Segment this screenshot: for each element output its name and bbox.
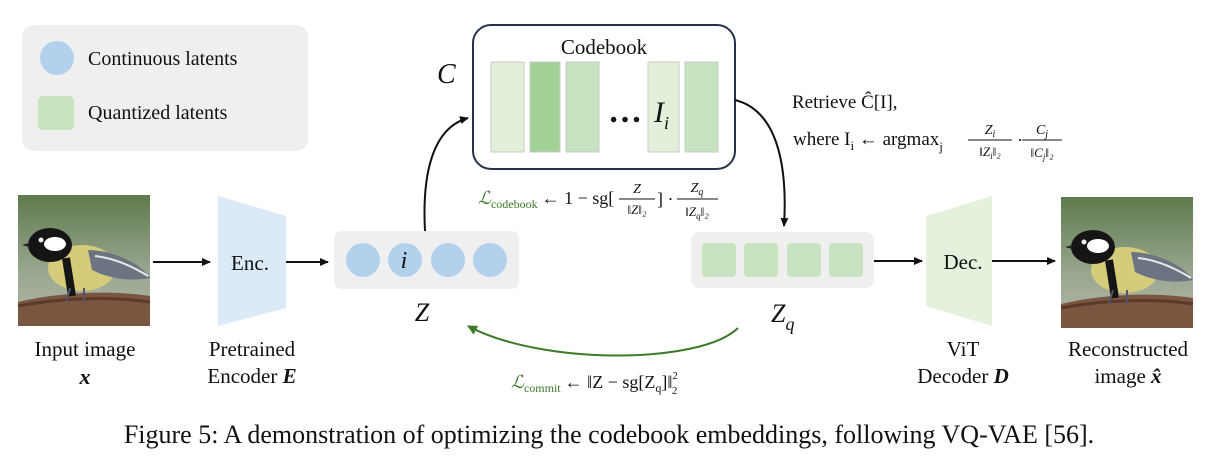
continuous-latent xyxy=(431,243,465,277)
quantized-latent-swatch xyxy=(38,96,74,130)
codebook-loss-lhs: ℒcodebook← 1 − sg[ xyxy=(478,188,614,211)
codebook-loss-frac1-num: Z xyxy=(633,182,641,197)
codebook-title: Codebook xyxy=(561,35,648,59)
zq-quantized-latents xyxy=(691,232,874,288)
encoder-caption-line2: Encoder E xyxy=(207,364,296,388)
codebook-entry-selected xyxy=(647,61,680,153)
arrow-commit-loss xyxy=(467,325,739,357)
input-image-caption: Input image xyxy=(35,337,136,361)
codebook-entry xyxy=(565,61,600,153)
reconstructed-caption-line1: Reconstructed xyxy=(1068,337,1189,361)
quantized-latent xyxy=(744,243,778,277)
input-image xyxy=(17,195,151,326)
codebook: Codebook … Ii xyxy=(472,24,736,170)
codebook-loss: ℒcodebook← 1 − sg[ Z ‖Z‖₂ ] · Zq ‖Zq‖₂ xyxy=(478,181,718,221)
z-panel xyxy=(334,231,519,289)
codebook-entry xyxy=(529,61,561,153)
legend: Continuous latents Quantized latents xyxy=(22,25,308,151)
retrieve-frac2-num: Cj xyxy=(1036,123,1048,140)
quantized-latent xyxy=(829,243,863,277)
quantized-latent xyxy=(787,243,821,277)
legend-panel xyxy=(22,25,308,151)
arrow-codebook-to-zq xyxy=(734,99,789,227)
codebook-entry xyxy=(490,61,525,153)
codebook-loss-close: ] · xyxy=(657,189,674,209)
retrieve-frac1-num: Zi xyxy=(985,123,996,140)
continuous-latent-selected xyxy=(388,243,422,277)
legend-continuous-label: Continuous latents xyxy=(88,48,238,70)
decoder-caption-line1: ViT xyxy=(947,337,980,361)
decoder-shape xyxy=(926,196,992,326)
z-continuous-latents: i xyxy=(334,231,519,289)
retrieve-dot: · xyxy=(1017,130,1023,150)
input-image-symbol: x xyxy=(79,364,91,389)
decoder-caption-line2: Decoder D xyxy=(917,364,1009,388)
diagram-canvas: Continuous latents Quantized latents Cod… xyxy=(17,24,1194,397)
zq-panel xyxy=(691,232,874,288)
arrow-z-to-codebook xyxy=(423,116,469,232)
zq-label: Zq xyxy=(771,299,794,334)
encoder-label: Enc. xyxy=(231,251,269,275)
quantized-latent xyxy=(702,243,736,277)
retrieve-line1: Retrieve Ĉ[I], xyxy=(792,91,898,113)
continuous-latent xyxy=(346,243,380,277)
continuous-latent xyxy=(473,243,507,277)
figure-caption: Figure 5: A demonstration of optimizing … xyxy=(123,420,1095,449)
reconstructed-image xyxy=(1060,197,1194,328)
continuous-latent-swatch xyxy=(40,41,74,75)
retrieve-line2: where Ii ← argmaxj xyxy=(793,129,943,154)
codebook-index-label: Ii xyxy=(653,96,669,133)
reconstructed-caption-line2: image x̂ xyxy=(1094,364,1161,388)
codebook-symbol: C xyxy=(437,59,456,90)
codebook-entry xyxy=(684,61,719,153)
encoder-caption-line1: Pretrained xyxy=(209,337,296,361)
retrieve-frac1-den: ‖Zi‖₂ xyxy=(979,144,1001,161)
codebook-loss-frac1-den: ‖Z‖₂ xyxy=(627,202,647,217)
codebook-loss-frac2-num: Zq xyxy=(691,181,704,198)
legend-quantized-label: Quantized latents xyxy=(88,102,228,124)
codebook-ellipsis: … xyxy=(608,93,642,130)
decoder-label: Dec. xyxy=(943,250,982,274)
retrieve-frac2-den: ‖Cj‖₂ xyxy=(1030,145,1053,162)
z-token-index: i xyxy=(401,248,408,274)
codebook-loss-frac2-den: ‖Zq‖₂ xyxy=(685,204,709,221)
encoder-shape xyxy=(218,196,286,326)
retrieve-annotation: Retrieve Ĉ[I], where Ii ← argmaxj Zi ‖Zi… xyxy=(792,91,1062,162)
z-label: Z xyxy=(415,298,430,327)
